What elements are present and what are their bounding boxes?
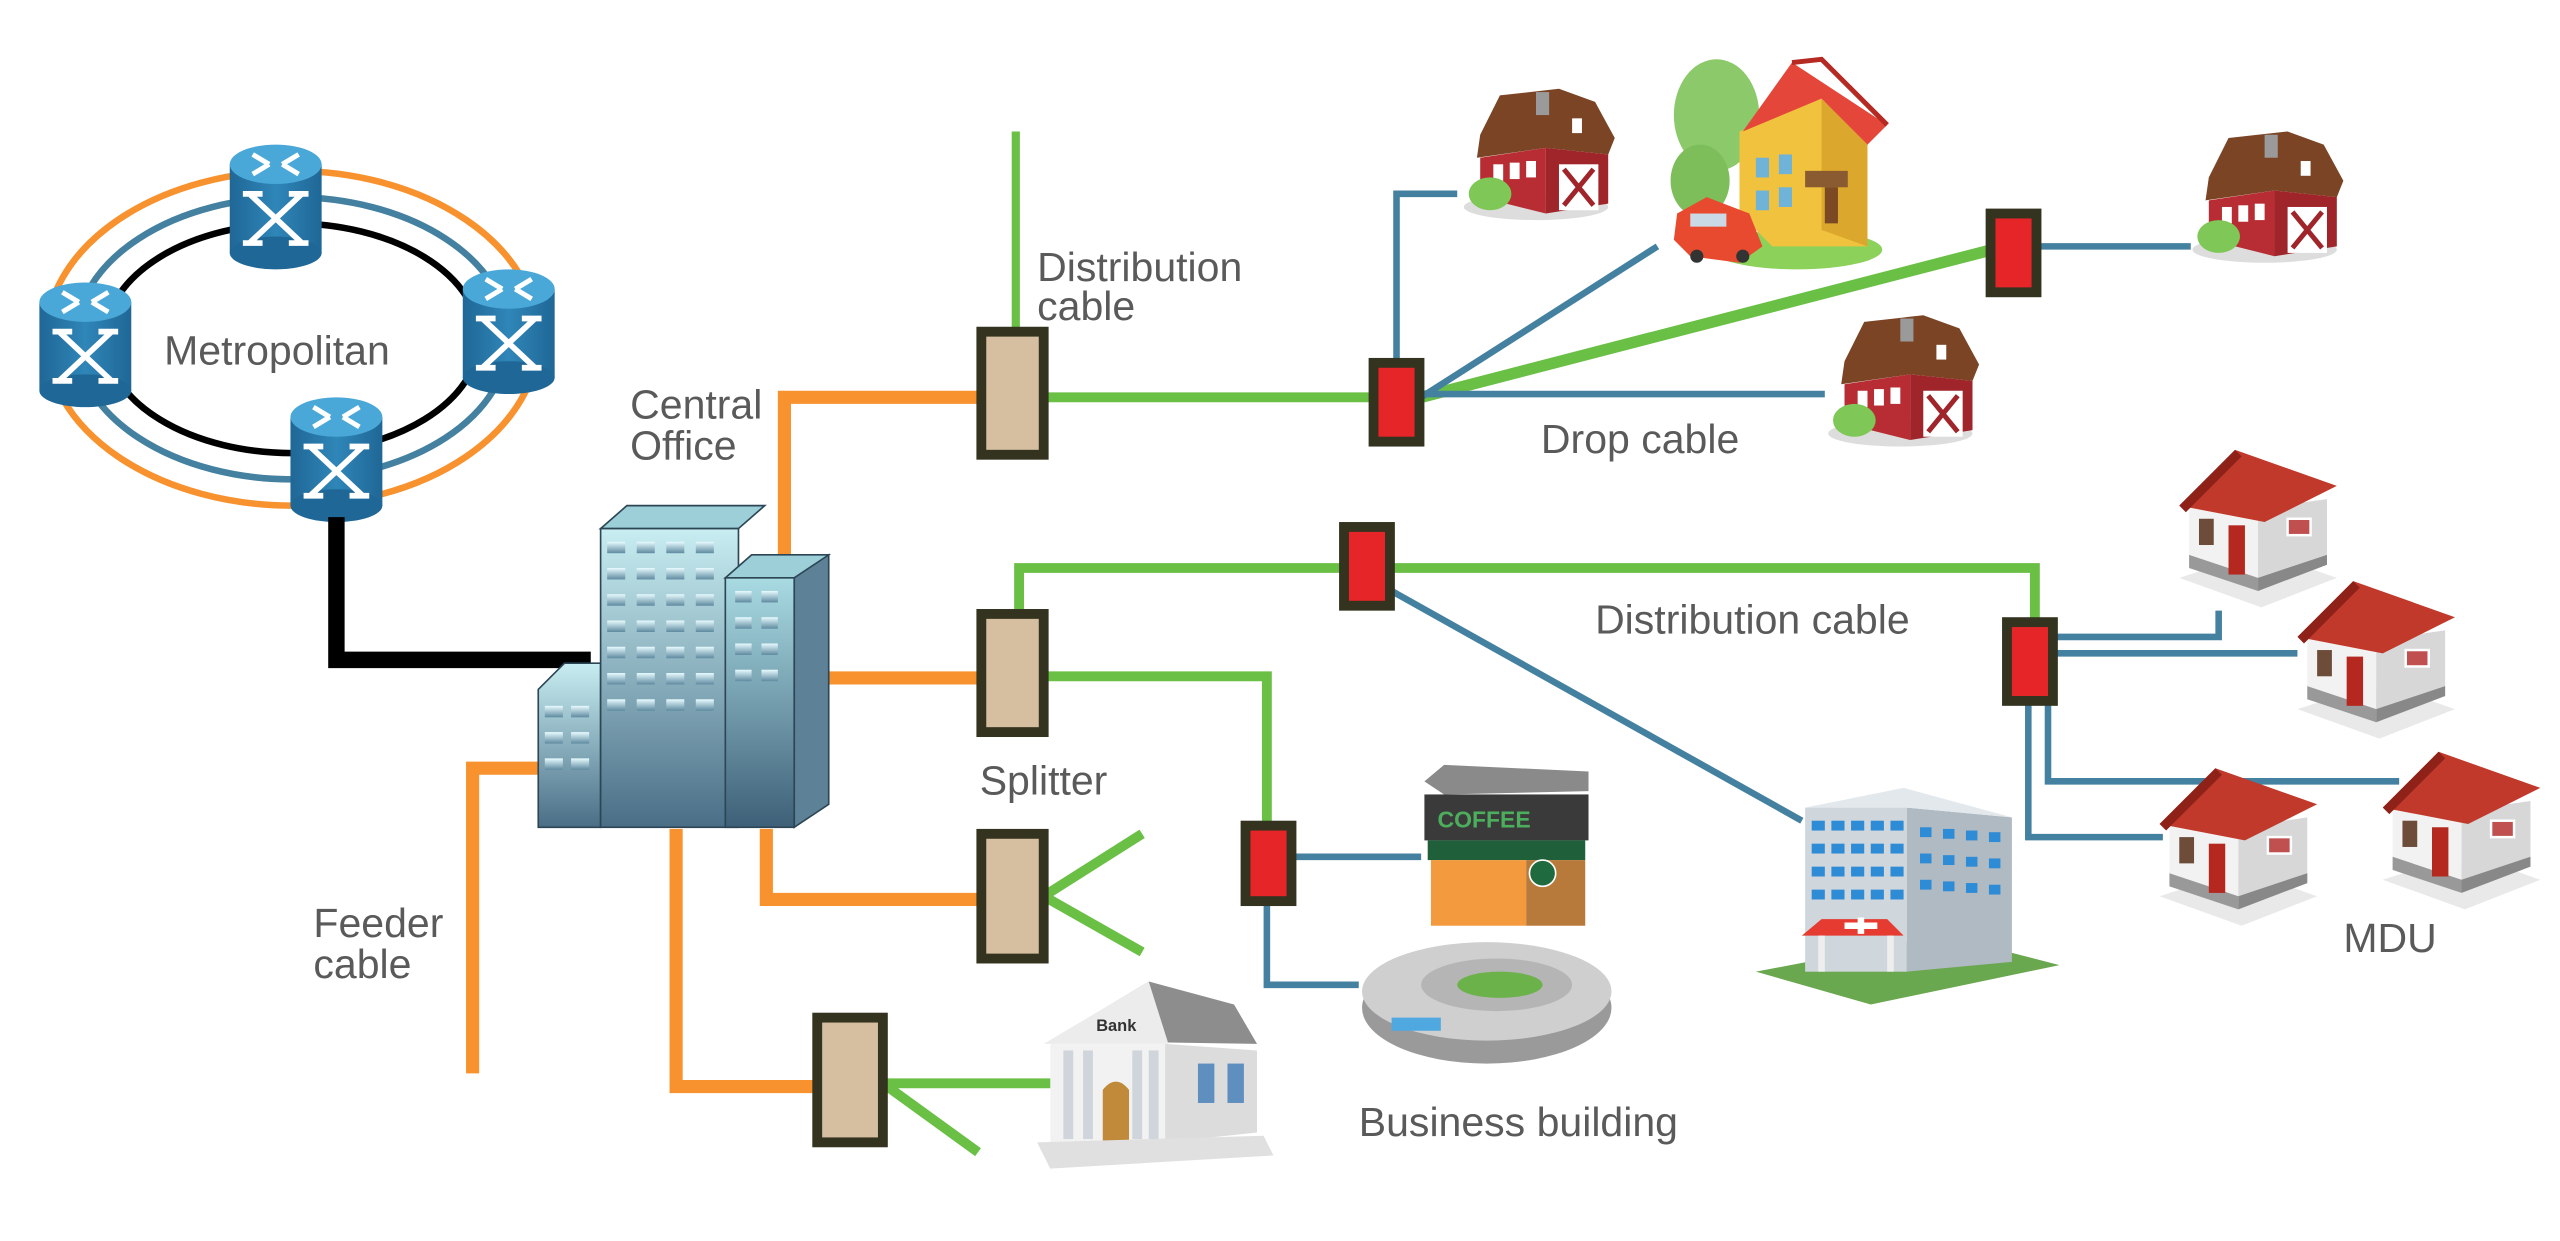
business-building-label: Business building xyxy=(1359,1099,1678,1145)
distribution-cable xyxy=(1014,563,2040,624)
drop-cable-label: Drop cable xyxy=(1541,416,1739,462)
splitter-box[interactable] xyxy=(812,1012,888,1148)
mdu-house-icon[interactable] xyxy=(2296,579,2457,740)
central-office-label-2: Office xyxy=(630,423,736,469)
distribution-cable xyxy=(879,1078,1054,1157)
splitters xyxy=(812,326,1049,1148)
coffee-sign: COFFEE xyxy=(1438,806,1531,832)
feeder-cables xyxy=(466,390,985,1094)
drop-cable xyxy=(2044,702,2400,785)
coffee-shop-icon[interactable]: COFFEE xyxy=(1424,764,1589,926)
splitter-box[interactable] xyxy=(976,609,1049,738)
tap-box[interactable] xyxy=(2002,617,2058,706)
feeder-cable-label-2: cable xyxy=(313,941,411,987)
hospital-icon[interactable] xyxy=(1755,787,2060,1005)
stadium-icon[interactable] xyxy=(1362,942,1612,1064)
barn-icon[interactable] xyxy=(1464,89,1615,220)
router-icon xyxy=(463,269,555,394)
distribution-cable-mid-label: Distribution cable xyxy=(1595,597,1910,643)
feeder-cable xyxy=(759,828,985,907)
drop-cable xyxy=(2054,610,2222,641)
distribution-cables xyxy=(879,131,2040,1157)
feeder-cable xyxy=(466,761,545,1074)
router-icon xyxy=(230,145,322,270)
drop-cables xyxy=(1263,190,2400,989)
feeder-cable xyxy=(777,390,985,559)
tap-box[interactable] xyxy=(1368,357,1425,447)
distribution-cable-top-label-2: cable xyxy=(1037,283,1135,329)
drop-cable xyxy=(2025,702,2163,841)
router-icon xyxy=(39,282,131,407)
taps xyxy=(1240,208,2058,907)
metropolitan-ring: Metropolitan xyxy=(39,145,554,522)
distribution-cable xyxy=(1041,829,1145,957)
bank-sign: Bank xyxy=(1096,1017,1137,1035)
tap-box[interactable] xyxy=(1339,522,1395,611)
drop-cable xyxy=(1263,902,1359,989)
distribution-cable xyxy=(1419,244,1994,403)
splitter-label: Splitter xyxy=(980,757,1108,803)
distribution-cable xyxy=(1043,671,1272,828)
metro-link-cable xyxy=(328,517,591,669)
drop-cable xyxy=(1393,190,1458,362)
drop-cable xyxy=(1419,243,1660,401)
splitter-box[interactable] xyxy=(976,326,1049,460)
yellow-house-icon[interactable] xyxy=(1670,56,1889,270)
metropolitan-label: Metropolitan xyxy=(164,328,390,374)
splitter-box[interactable] xyxy=(976,828,1049,964)
feeder-cable-label-1: Feeder xyxy=(313,900,443,946)
mdu-house-icon[interactable] xyxy=(2158,766,2319,927)
tap-box[interactable] xyxy=(1985,208,2042,298)
central-office-building[interactable] xyxy=(537,504,832,829)
central-office-label-1: Central xyxy=(630,382,762,428)
mdu-label: MDU xyxy=(2343,915,2436,961)
mdu-house-icon[interactable] xyxy=(2381,750,2542,911)
distribution-cable-top-label-1: Distribution xyxy=(1037,244,1242,290)
barn-icon[interactable] xyxy=(1828,315,1979,446)
tap-box[interactable] xyxy=(1240,820,1297,907)
feeder-cable xyxy=(669,828,821,1094)
barn-icon[interactable] xyxy=(2192,131,2343,262)
drop-cable xyxy=(1389,588,1804,824)
mdu-house-icon[interactable] xyxy=(2178,448,2339,609)
bank-icon[interactable]: Bank xyxy=(1037,981,1274,1169)
router-icon xyxy=(290,397,382,522)
